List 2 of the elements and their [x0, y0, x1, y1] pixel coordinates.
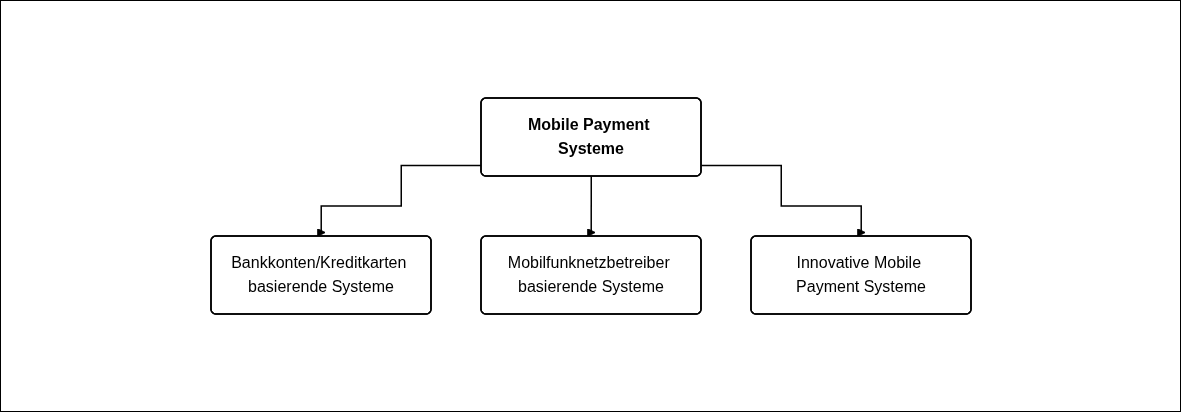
- arrow: [700, 164, 866, 237]
- arrow: [586, 175, 596, 237]
